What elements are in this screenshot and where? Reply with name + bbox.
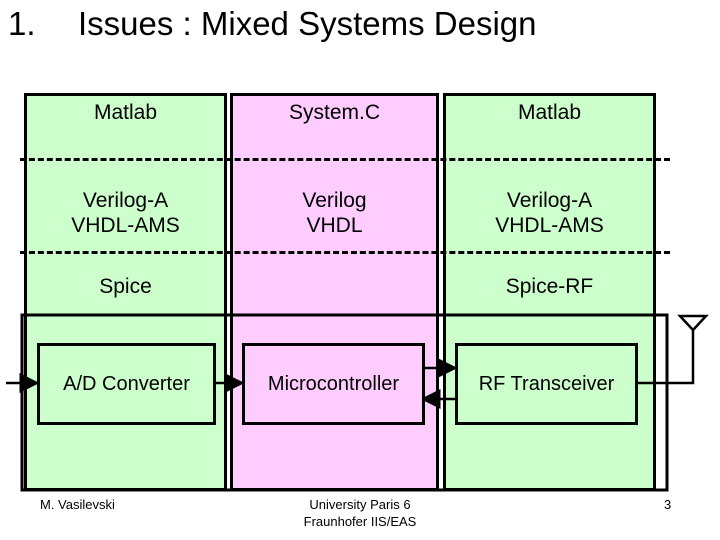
left-mid-line2: VHDL-AMS [71,214,180,237]
right-mid-label: Verilog-A VHDL-AMS [443,188,656,238]
antenna-icon [677,314,709,332]
middle-mid-line2: VHDL [306,214,363,237]
right-top-label: Matlab [517,101,582,124]
right-mid-line1: Verilog-A [506,189,593,212]
slide-title: 1. Issues : Mixed Systems Design [8,2,537,46]
footer-institution-line2: Fraunhofer IIS/EAS [303,514,417,529]
adc-block: A/D Converter [37,343,216,425]
left-mid-line1: Verilog-A [82,189,169,212]
separator-line-top [20,158,670,161]
middle-mid-line1: Verilog [302,189,367,212]
rf-to-antenna-line [638,330,695,385]
system-outline [20,313,669,492]
right-mid-line2: VHDL-AMS [495,214,604,237]
middle-mid-label: Verilog VHDL [230,188,439,238]
footer-page-number: 3 [664,497,672,512]
left-top-label: Matlab [93,101,158,124]
left-mid-label: Verilog-A VHDL-AMS [24,188,227,238]
left-bottom-label: Spice [99,275,152,298]
right-bottom-label: Spice-RF [505,275,594,298]
footer-institution-line1: University Paris 6 [309,497,411,512]
footer-author: M. Vasilevski [40,497,115,512]
slide-number: 1. [8,5,36,42]
middle-top-label: System.C [288,101,380,124]
slide-title-text: Issues : Mixed Systems Design [78,5,537,42]
microcontroller-block: Microcontroller [242,343,425,425]
footer-institution: University Paris 6 Fraunhofer IIS/EAS [260,496,460,530]
rf-transceiver-block: RF Transceiver [455,343,638,425]
separator-line-bottom [20,251,670,254]
